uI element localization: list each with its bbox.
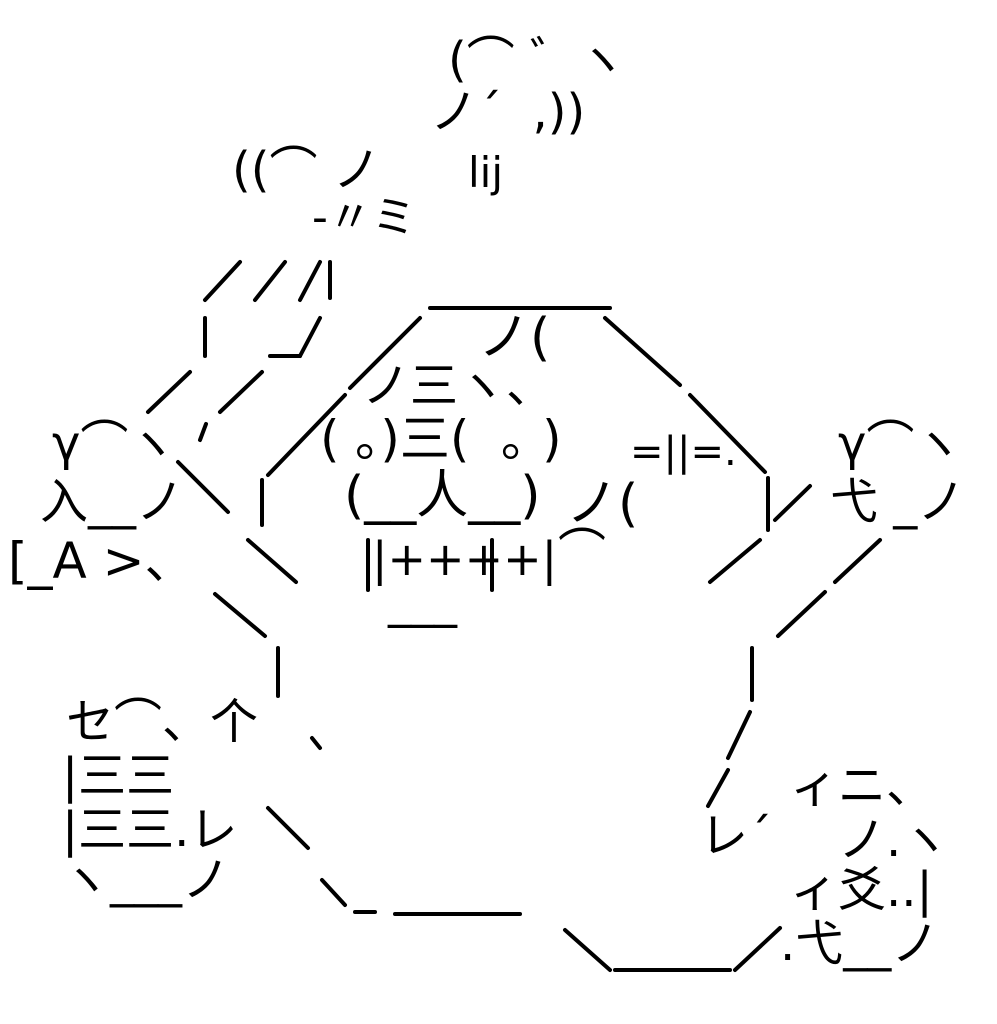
face-eyes-2: ( ｡)三( ｡ ) xyxy=(320,410,562,468)
body-left-1 xyxy=(176,460,230,514)
steam-left: ((⌒ ノ xyxy=(232,142,381,198)
face-nose: (__人__) xyxy=(344,466,541,526)
body-left-2 xyxy=(246,538,298,584)
bottom-curve-right xyxy=(733,926,782,972)
cheek-mark: =||=. xyxy=(630,429,737,475)
bottom-curve-left xyxy=(563,928,612,972)
steam-top-right: (⌒ ゛ヽ xyxy=(448,32,626,88)
foot-right-3: ィ爻..| xyxy=(790,862,933,918)
head-right-upper xyxy=(603,316,682,387)
arm-left-mid-2 xyxy=(298,316,322,358)
body-left-5 xyxy=(310,736,322,750)
body-right-2 xyxy=(833,538,882,584)
hand-right-bottom: 弋 _ノ xyxy=(830,474,966,530)
anger-vein-2: ⌒ xyxy=(558,524,607,580)
body-right-5 xyxy=(726,710,752,760)
hand-left-bottom: [_A >、 xyxy=(8,532,195,590)
arm-left-upper-2 xyxy=(253,260,287,302)
face-brow: ノ( xyxy=(478,308,551,368)
steam-lij: lij xyxy=(468,148,504,197)
foot-right-1: ィニ、 xyxy=(790,758,935,814)
mug-line-1: |三三 xyxy=(62,748,175,804)
body-left-6 xyxy=(266,806,310,850)
body-left-7 xyxy=(320,878,347,907)
right-le: レ´ xyxy=(700,808,773,864)
head-left-upper xyxy=(348,316,422,390)
anger-vein: ノ( xyxy=(566,474,639,534)
steam-top-right-2: ノ´ ,)) xyxy=(430,84,586,140)
hand-left-middle: 入__ノ xyxy=(40,474,185,530)
head-right-middle xyxy=(688,393,767,474)
body-right-3 xyxy=(776,590,827,638)
arm-left-low-3 xyxy=(198,422,208,442)
foot-right-2: ノ.ヽ xyxy=(838,812,950,868)
foot-right-4: .弋__ノ xyxy=(780,916,940,972)
mug-line-2: |三三.レ xyxy=(62,802,238,858)
mouth-teeth: |++++| xyxy=(372,532,558,586)
right-arm-slash xyxy=(773,484,812,522)
arm-left-low-2 xyxy=(218,370,264,414)
body-right-1 xyxy=(708,538,762,584)
steam-mark: ‐〃ミ xyxy=(312,192,416,243)
arm-left-upper-3 xyxy=(298,260,322,302)
body-right-6 xyxy=(706,768,730,808)
mug-bottom: ヽ___ノ xyxy=(62,852,231,908)
face-eyes-1: ノ三ヽ、 xyxy=(362,358,555,414)
arm-left-upper-1 xyxy=(203,260,242,302)
hand-right-top: γ⌒ヽ xyxy=(838,416,963,472)
chin-line: ___ xyxy=(388,574,457,628)
mug-top: セ⌒、个 xyxy=(66,694,259,750)
hand-left-top: γ⌒ヽ xyxy=(52,416,177,472)
body-left-3 xyxy=(213,592,267,638)
arm-left-low-1 xyxy=(146,370,192,414)
head-left-middle xyxy=(266,393,347,477)
